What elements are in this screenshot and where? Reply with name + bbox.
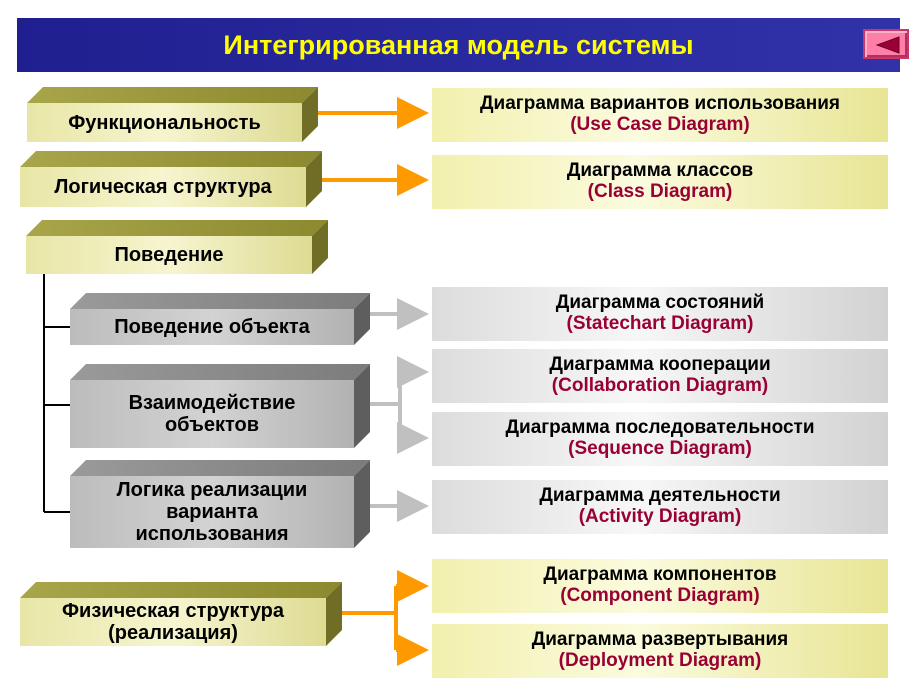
usecase-diagram-en: (Use Case Diagram) [570, 114, 750, 135]
box3d-usecase-logic [70, 460, 370, 548]
statechart-diagram-name: Диаграмма состояний [555, 292, 765, 314]
collaboration-diagram-en: (Collaboration Diagram) [551, 375, 769, 396]
box3d-interaction [70, 364, 370, 448]
usecase-diagram-box: Диаграмма вариантов использования (Use C… [432, 88, 888, 142]
sequence-diagram-en: (Sequence Diagram) [568, 438, 752, 459]
usecase-logic-text-line1: Логика реализации [116, 479, 308, 501]
interaction-label: Взаимодействие объектов [70, 380, 354, 448]
behavior-text: Поведение [114, 244, 224, 266]
physical-text-line2: (реализация) [108, 622, 238, 644]
box3d-functionality [27, 87, 318, 142]
activity-diagram-en: (Activity Diagram) [578, 506, 742, 527]
deployment-diagram-en: (Deployment Diagram) [558, 650, 762, 671]
object-behavior-label: Поведение объекта [70, 309, 354, 345]
component-diagram-en: (Component Diagram) [560, 585, 760, 606]
activity-diagram-name: Диаграмма деятельности [539, 485, 781, 507]
behavior-tree-lines [43, 274, 70, 513]
usecase-diagram-name: Диаграмма вариантов использования [480, 93, 840, 115]
logical-structure-label: Логическая структура [20, 167, 306, 207]
collaboration-diagram-box: Диаграмма кооперации (Collaboration Diag… [432, 349, 888, 403]
statechart-diagram-box: Диаграмма состояний (Statechart Diagram) [432, 287, 888, 341]
collaboration-diagram-name: Диаграмма кооперации [549, 354, 771, 376]
usecase-logic-text-line2: варианта [166, 501, 258, 523]
deployment-diagram-box: Диаграмма развертывания (Deployment Diag… [432, 624, 888, 678]
arrow-physical-branch [342, 570, 429, 666]
box3d-logical-structure [20, 151, 322, 207]
usecase-logic-label: Логика реализации варианта использования [70, 476, 354, 548]
back-button[interactable] [863, 29, 909, 59]
class-diagram-name: Диаграмма классов [566, 160, 754, 182]
activity-diagram-box: Диаграмма деятельности (Activity Diagram… [432, 480, 888, 534]
statechart-diagram-en: (Statechart Diagram) [566, 313, 754, 334]
sequence-diagram-box: Диаграмма последовательности (Sequence D… [432, 412, 888, 466]
physical-label: Физическая структура (реализация) [20, 598, 326, 646]
class-diagram-box: Диаграмма классов (Class Diagram) [432, 155, 888, 209]
object-behavior-text: Поведение объекта [114, 316, 310, 338]
box3d-object-behavior [70, 293, 370, 345]
behavior-label: Поведение [26, 236, 312, 274]
box3d-behavior [26, 220, 328, 274]
sequence-diagram-name: Диаграмма последовательности [505, 417, 815, 439]
component-diagram-name: Диаграмма компонентов [543, 564, 777, 586]
interaction-text-line2: объектов [164, 414, 260, 436]
page-title: Интегрированная модель системы [223, 30, 694, 60]
usecase-logic-text-line3: использования [135, 523, 289, 545]
component-diagram-box: Диаграмма компонентов (Component Diagram… [432, 559, 888, 613]
logical-structure-text: Логическая структура [54, 176, 272, 198]
deployment-diagram-name: Диаграмма развертывания [531, 629, 789, 651]
triangle-left-icon [875, 36, 900, 54]
box3d-physical [20, 582, 342, 646]
functionality-text: Функциональность [68, 111, 261, 134]
interaction-text-line1: Взаимодействие [128, 392, 296, 414]
title-bar: Интегрированная модель системы [17, 18, 909, 72]
arrow-interaction-branch [370, 356, 429, 454]
functionality-label: Функциональность [27, 103, 302, 142]
class-diagram-en: (Class Diagram) [587, 181, 733, 202]
physical-text-line1: Физическая структура [61, 600, 285, 622]
